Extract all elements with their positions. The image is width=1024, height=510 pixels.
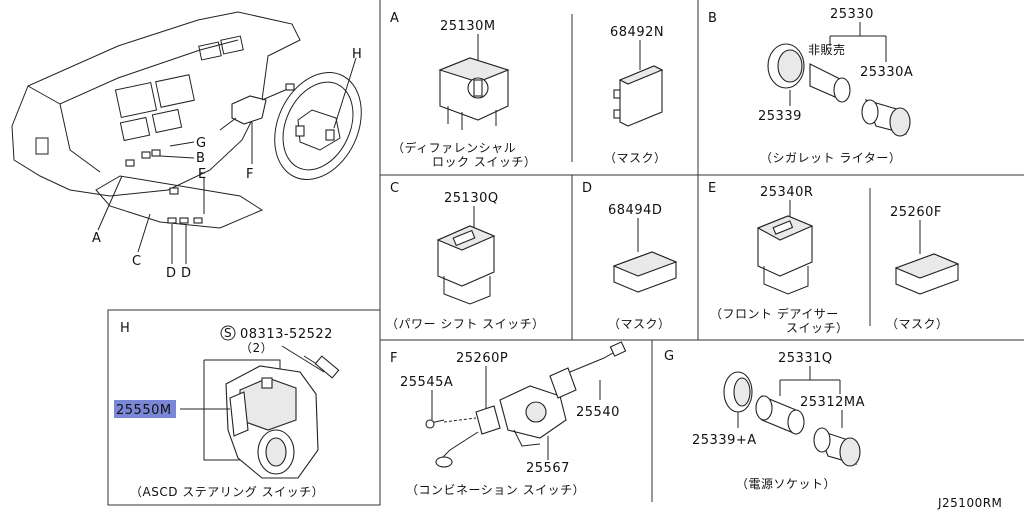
panel-letter-c: C [390, 181, 399, 196]
highlight-25550m [114, 400, 176, 418]
overview-label-a: A [92, 231, 101, 246]
caption-e-right: （マスク） [886, 317, 949, 331]
part-68494d: 68494D [608, 203, 662, 218]
overview-label-g: G [196, 136, 206, 151]
part-25330: 25330 [830, 7, 874, 22]
combination-switch-illustration [425, 341, 627, 468]
panel-c: C 25130Q （パワー シフト スイッチ） [386, 181, 545, 331]
front-deicer-switch-illustration [756, 215, 814, 295]
overview-label-c: C [132, 254, 141, 269]
part-25331q: 25331Q [778, 351, 833, 366]
part-25260p: 25260P [456, 351, 508, 366]
part-25545a: 25545A [400, 375, 453, 390]
power-shift-switch-illustration [436, 225, 496, 305]
panel-letter-f: F [390, 351, 397, 366]
panel-g: G 25331Q 25312MA 25339+A （電源ソケット） [664, 349, 865, 491]
caption-e-left-line1: （フロント デアイサー [710, 306, 839, 321]
panel-e: E 25340R （フロント デアイサー スイッチ） 25260F （マスク） [708, 181, 960, 335]
overview-label-h: H [352, 47, 362, 62]
panel-letter-a: A [390, 11, 399, 26]
mask-68492n-illustration [613, 65, 664, 127]
cigarette-lighter-illustration [767, 43, 911, 137]
part-25339: 25339 [758, 109, 802, 124]
mask-68494d-illustration [612, 251, 678, 293]
screw-08313-52522: 08313-52522 [240, 327, 333, 342]
part-25130q: 25130Q [444, 191, 499, 206]
caption-g: （電源ソケット） [736, 477, 836, 491]
overview-dashboard [11, 11, 362, 264]
caption-h: （ASCD ステアリング スイッチ） [130, 485, 324, 499]
panel-letter-g: G [664, 349, 674, 364]
overview-labels: H G B E F A C D D [92, 47, 362, 281]
panel-a: A 25130M （ディファレンシャル ロック スイッチ） 68492N （マス… [390, 11, 667, 169]
part-25340r: 25340R [760, 185, 813, 200]
caption-a-right: （マスク） [604, 151, 667, 165]
panel-frames [107, 0, 1024, 506]
part-25312ma: 25312MA [800, 395, 865, 410]
caption-a-left-line2: ロック スイッチ） [432, 155, 536, 169]
panel-letter-h: H [120, 321, 130, 336]
part-25260f: 25260F [890, 205, 942, 220]
screw-symbol: S [224, 326, 232, 340]
caption-f: （コンビネーション スイッチ） [406, 483, 585, 497]
overview-label-b: B [196, 151, 205, 166]
caption-e-left-line2: スイッチ） [786, 321, 849, 335]
panel-h: H S 08313-52522 （2） 25550M （ASCD ステアリング … [114, 321, 340, 499]
part-25339-a: 25339+A [692, 433, 757, 448]
part-68492n: 68492N [610, 25, 664, 40]
panel-b: B 25330 非販売 25330A 25339 （シガレット ライター） [708, 7, 913, 165]
panel-letter-e: E [708, 181, 716, 196]
power-socket-illustration [723, 371, 861, 467]
diff-lock-switch-illustration [438, 57, 510, 130]
caption-c: （パワー シフト スイッチ） [386, 317, 545, 331]
caption-a-left-line1: （ディファレンシャル [392, 140, 516, 155]
panel-f: F 25260P 25545A 25540 25567 （コンビネーション [390, 341, 627, 497]
overview-label-d2: D [181, 266, 191, 281]
part-25567: 25567 [526, 461, 570, 476]
part-25130m: 25130M [440, 19, 496, 34]
part-25330a: 25330A [860, 65, 913, 80]
overview-label-f: F [246, 167, 253, 182]
caption-b: （シガレット ライター） [760, 151, 901, 165]
overview-label-d1: D [166, 266, 176, 281]
part-25550m: 25550M [116, 403, 172, 418]
asc-steering-switch-illustration [203, 355, 340, 479]
panel-letter-d: D [582, 181, 592, 196]
mask-25260f-illustration [894, 253, 960, 295]
screw-quantity: （2） [240, 341, 273, 355]
overview-label-e: E [198, 167, 206, 182]
note-not-sold: 非販売 [808, 42, 846, 57]
panel-letter-b: B [708, 11, 717, 26]
diagram-id: J25100RM [937, 496, 1002, 510]
caption-d: （マスク） [608, 317, 671, 331]
part-25540: 25540 [576, 405, 620, 420]
panel-d: D 68494D （マスク） [582, 181, 678, 331]
